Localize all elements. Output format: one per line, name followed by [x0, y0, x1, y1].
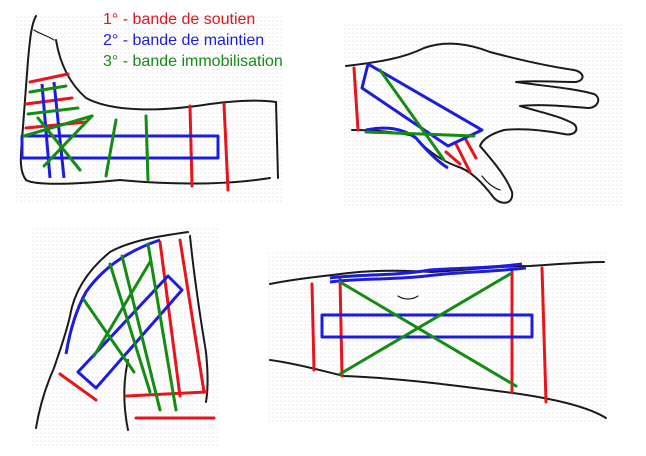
support-band [28, 72, 70, 84]
legend-item-maintien: 2° - bande de maintien [103, 32, 265, 49]
support-band [540, 266, 548, 404]
hold-band [320, 313, 534, 339]
forearm-support-bands [310, 266, 548, 404]
support-band [158, 240, 182, 398]
support-band [188, 104, 194, 188]
support-band [352, 66, 360, 132]
shin-outline [123, 359, 129, 431]
thumb-background [344, 24, 622, 208]
foot-outline [19, 15, 271, 185]
immobilisation-band [22, 114, 94, 138]
immobilisation-band [378, 68, 446, 162]
hold-band [20, 134, 220, 160]
support-band [24, 96, 74, 106]
forearm-hold-bands [320, 262, 534, 339]
immobilisation-band [36, 116, 82, 172]
support-band [338, 276, 344, 378]
knee-immobilisation-bands [82, 242, 178, 412]
ankle-immobilisation-bands [22, 84, 150, 182]
forearm-immobilisation-bands [338, 272, 518, 388]
thumb-immobilisation-bands [364, 68, 476, 162]
arm-top-outline [269, 261, 605, 285]
ankle-panel [14, 14, 284, 204]
immobilisation-band [144, 114, 150, 182]
hold-band [64, 238, 161, 355]
knee-front-outline [35, 231, 189, 429]
forearm-panel [268, 250, 608, 422]
knee-support-bands [58, 238, 216, 420]
band-legend: 1° - bande de soutien 2° - bande de main… [103, 9, 283, 72]
support-band [222, 102, 230, 192]
knee-hold-bands [64, 238, 184, 390]
support-band [178, 238, 206, 394]
knee-panel [30, 228, 220, 446]
legend-item-soutien: 1° - bande de soutien [103, 11, 256, 28]
legend-item-immobilisation: 3° - bande immobilisation [103, 53, 283, 70]
support-band [124, 390, 208, 398]
support-band [310, 282, 316, 372]
arm-bottom-outline [269, 359, 607, 419]
thumb-crease [481, 175, 501, 191]
immobilisation-band [338, 280, 518, 388]
thumb-hold-bands [360, 62, 484, 170]
support-band [454, 142, 472, 174]
immobilisation-band [146, 242, 178, 412]
immobilisation-band [42, 114, 94, 168]
support-band [464, 138, 478, 160]
leg-back-outline [55, 39, 279, 179]
immobilisation-band [120, 254, 162, 412]
hand-outline [345, 42, 600, 204]
hold-band [329, 262, 523, 280]
elbow-crease [397, 295, 419, 300]
knee-back-outline [189, 235, 209, 403]
immobilisation-band [108, 262, 152, 394]
immobilisation-band [364, 130, 476, 138]
toe-crease [33, 29, 55, 41]
hold-band [360, 62, 484, 148]
hold-band [52, 81, 66, 179]
hold-band [76, 274, 184, 390]
immobilisation-band [82, 298, 136, 374]
immobilisation-band [338, 272, 512, 376]
support-band [444, 150, 462, 166]
hold-band [365, 126, 449, 170]
thumb-support-bands [352, 66, 478, 174]
ankle-support-bands [24, 72, 230, 192]
support-band [58, 372, 98, 402]
hold-band [329, 266, 527, 284]
thumb-panel [344, 24, 622, 208]
immobilisation-band [28, 84, 68, 94]
immobilisation-band [104, 118, 118, 178]
immobilisation-band [92, 260, 152, 358]
immobilisation-band [26, 106, 80, 116]
support-band [24, 120, 88, 130]
